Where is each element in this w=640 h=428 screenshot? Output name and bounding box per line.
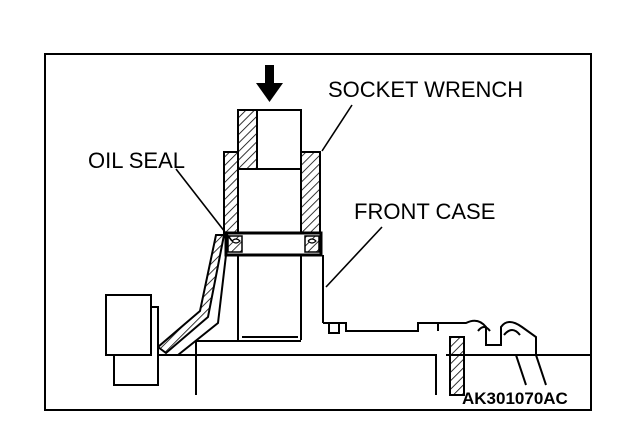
socket-wrench-label: SOCKET WRENCH (328, 77, 524, 102)
figure-code-label: AK301070AC (462, 389, 568, 408)
front-case-label: FRONT CASE (354, 199, 496, 224)
press-arrow (256, 65, 283, 102)
diagram-drawing (105, 65, 590, 396)
oil-seal-label: OIL SEAL (88, 148, 186, 173)
front-case (105, 104, 590, 396)
oil-seal (224, 231, 323, 257)
socket-wrench (223, 109, 321, 234)
figure-frame: SOCKET WRENCH OIL SEAL FRONT CASE AK3010… (44, 53, 592, 411)
